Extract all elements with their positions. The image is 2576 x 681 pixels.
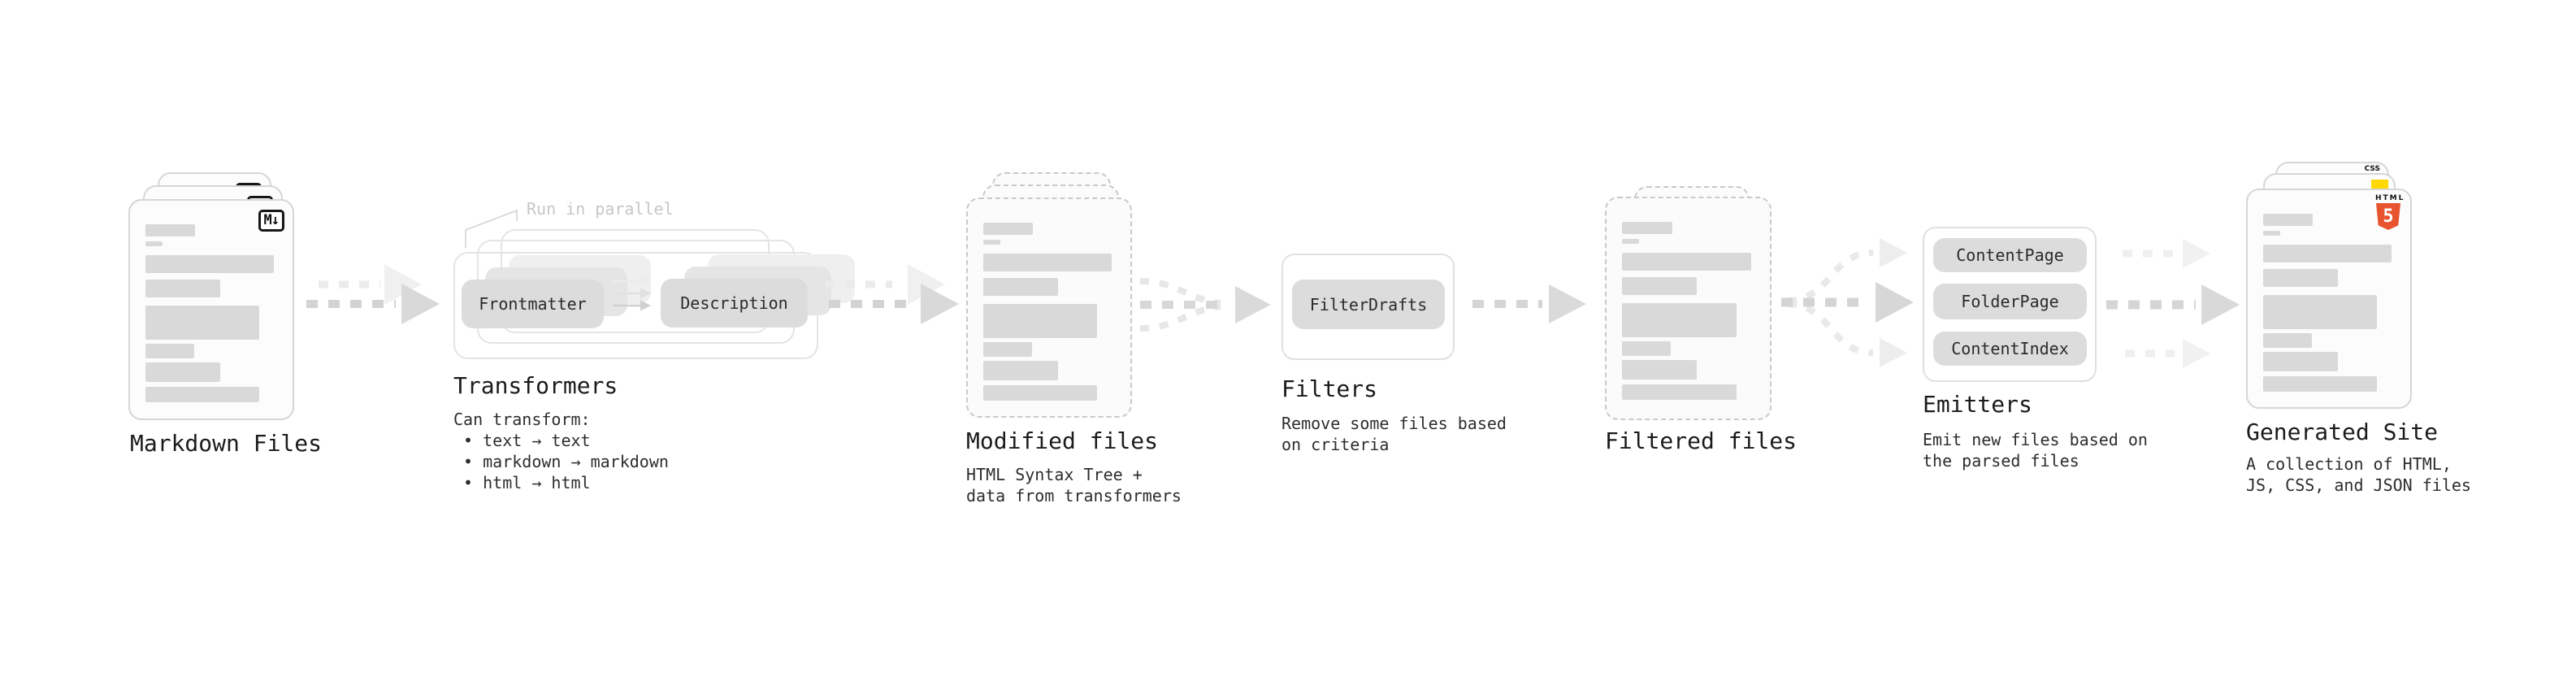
doc-content-bar [145, 344, 194, 358]
doc-content-placeholder [2263, 214, 2394, 397]
emitter-contentpage: ContentPage [1933, 238, 2087, 272]
stage-title-generated-site: Generated Site [2246, 419, 2439, 445]
filter-filterdrafts: FilterDrafts [1292, 280, 1445, 329]
markdown-icon: M↓ [258, 210, 284, 232]
doc-content-bar [1622, 360, 1698, 380]
doc-content-bar [983, 342, 1032, 357]
doc-content-bar [1622, 384, 1737, 400]
doc-content-bar [1622, 239, 1640, 244]
doc-content-bar [1622, 222, 1672, 234]
doc-content-bar [145, 255, 274, 273]
stage-title-markdown-files: Markdown Files [130, 430, 323, 457]
doc-content-bar [2263, 269, 2338, 287]
doc-content-bar [1622, 341, 1671, 356]
stage-title-filters: Filters [1281, 375, 1378, 402]
doc-content-bar [145, 306, 260, 340]
doc-content-bar [145, 280, 220, 297]
doc-content-bar [983, 278, 1058, 296]
doc-content-bar [2263, 214, 2314, 226]
emitters-description: Emit new files based on the parsed files [1923, 430, 2148, 471]
emitter-contentindex: ContentIndex [1933, 332, 2087, 366]
doc-content-bar [1622, 277, 1698, 295]
stage-title-transformers: Transformers [453, 372, 618, 399]
doc-content-bar [983, 361, 1058, 380]
doc-content-bar [983, 223, 1034, 235]
generated-site-description: A collection of HTML, JS, CSS, and JSON … [2246, 454, 2471, 495]
doc-content-bar [2263, 231, 2280, 236]
doc-content-placeholder [1622, 222, 1754, 409]
doc-content-bar [983, 304, 1098, 338]
html5-icon-shield: 5 [2376, 203, 2400, 230]
filtered-file-card-front [1605, 197, 1772, 420]
arrow-filtered-to-emitters [1781, 238, 1914, 367]
transformer-frontmatter: Frontmatter [462, 280, 604, 328]
stage-title-filtered-files: Filtered files [1605, 427, 1798, 454]
doc-content-bar [2263, 352, 2338, 371]
arrow-markdown-to-transformers [306, 264, 440, 324]
generated-html-file-card: HTML 5 [2246, 189, 2412, 409]
modified-file-card-front [966, 197, 1132, 418]
doc-content-bar [983, 240, 1000, 245]
transformers-description: Can transform: • text → text • markdown … [453, 410, 669, 492]
markdown-file-card-front: M↓ [128, 199, 294, 420]
filters-description: Remove some files based on criteria [1281, 414, 1507, 454]
javascript-icon [2371, 180, 2388, 189]
html5-icon: HTML 5 [2375, 194, 2405, 230]
doc-content-bar [145, 387, 260, 402]
doc-content-bar [145, 362, 220, 382]
doc-content-placeholder [983, 223, 1114, 406]
stage-title-emitters: Emitters [1923, 391, 2032, 418]
arrow-modified-to-filters [1139, 278, 1271, 332]
emitter-folderpage: FolderPage [1933, 284, 2087, 319]
modified-files-description: HTML Syntax Tree + data from transformer… [966, 465, 1182, 505]
doc-content-bar [2263, 376, 2378, 392]
doc-content-placeholder [145, 224, 276, 409]
arrow-filters-to-filtered [1472, 284, 1586, 323]
doc-content-bar [983, 254, 1112, 271]
doc-content-bar [2263, 333, 2312, 348]
doc-content-bar [2263, 295, 2378, 329]
doc-content-bar [2263, 245, 2392, 262]
doc-content-bar [983, 385, 1098, 401]
doc-content-bar [145, 241, 163, 246]
run-in-parallel-note: Run in parallel [527, 199, 674, 219]
doc-content-bar [145, 224, 196, 236]
stage-title-modified-files: Modified files [966, 427, 1159, 454]
transformer-description: Description [661, 279, 808, 327]
arrow-emitters-to-generated [2106, 239, 2240, 368]
doc-content-bar [1622, 253, 1751, 271]
html5-icon-number: 5 [2383, 206, 2394, 227]
html5-icon-word: HTML [2375, 194, 2405, 202]
doc-content-bar [1622, 303, 1737, 337]
